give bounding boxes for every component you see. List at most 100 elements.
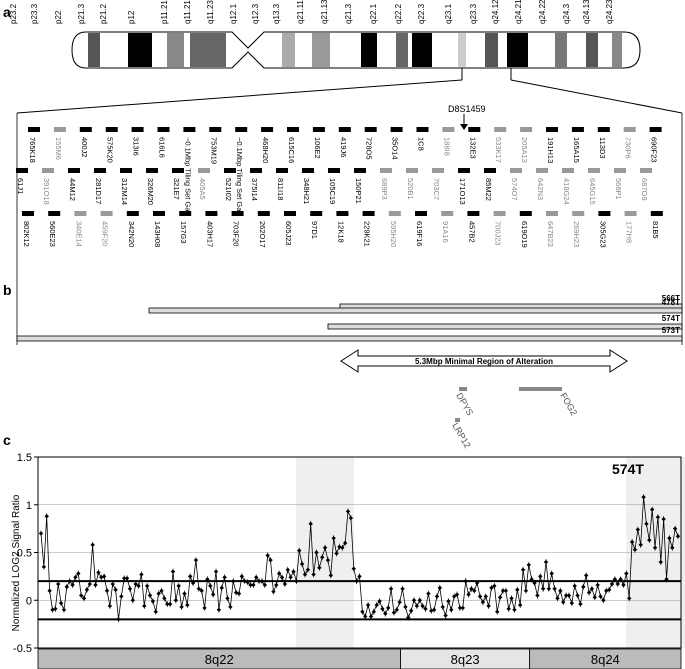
data-point	[254, 575, 259, 580]
data-point	[546, 586, 552, 591]
clone-tile	[312, 127, 325, 132]
region-box	[529, 648, 682, 669]
clone-label: 418G24	[562, 178, 571, 205]
data-point	[130, 598, 136, 603]
chromosome-band	[361, 33, 377, 67]
chromosome-band	[555, 33, 567, 67]
data-point	[225, 596, 230, 601]
clone-label: 348H21	[302, 178, 311, 204]
clone-tile	[157, 127, 170, 132]
data-point	[216, 607, 222, 612]
band-label: q23.1	[444, 3, 453, 24]
clone-tile	[328, 168, 340, 173]
chromosome-band	[282, 33, 295, 67]
data-point	[575, 593, 580, 598]
clone-tile	[310, 211, 323, 216]
data-point	[652, 545, 658, 550]
clone-label: 281D17	[94, 178, 103, 204]
data-point	[348, 515, 354, 521]
band-label: q21.11	[296, 0, 305, 24]
data-point	[612, 577, 618, 582]
gene-label-fog2: FOG2	[558, 391, 579, 417]
y-axis-label: Normalized LOG2 Signal Ratio	[11, 494, 22, 631]
data-point	[308, 521, 313, 527]
chromosome-band	[586, 33, 598, 67]
data-point	[122, 576, 127, 581]
clone-tile	[458, 168, 470, 173]
data-point	[604, 588, 609, 593]
data-point	[47, 588, 52, 593]
data-point	[50, 607, 55, 612]
clone-label: 728O5	[365, 137, 374, 160]
data-point	[408, 608, 414, 613]
data-point	[190, 580, 196, 586]
clone-tile	[415, 211, 427, 216]
data-point	[431, 607, 437, 612]
data-point	[61, 607, 67, 612]
data-point	[328, 573, 334, 578]
clone-label: 91A16	[441, 221, 450, 243]
data-point	[598, 594, 603, 599]
data-point	[497, 595, 503, 600]
clone-tile	[79, 127, 92, 132]
band-label: p21.2	[99, 3, 108, 24]
data-point	[414, 603, 420, 609]
data-point	[41, 564, 47, 570]
clone-label: 229K21	[363, 221, 372, 247]
clone-tile	[649, 127, 662, 132]
clone-tile	[179, 211, 192, 216]
data-point	[351, 566, 356, 571]
data-point	[606, 587, 612, 592]
tumor-label: 478T	[662, 298, 680, 307]
clone-label: 155M6	[54, 137, 63, 160]
minimal-region-label: 5.3Mbp Minimal Region of Alteration	[415, 357, 553, 366]
data-point	[374, 602, 379, 608]
data-point	[394, 607, 400, 612]
data-point	[655, 514, 661, 520]
clone-label: 44M12	[68, 178, 77, 201]
tumor-bar	[148, 307, 683, 314]
data-point	[629, 539, 635, 545]
clone-tile	[364, 127, 377, 132]
clone-tile	[235, 127, 248, 132]
region-label: 8q22	[205, 652, 234, 667]
clone-tile	[336, 211, 349, 216]
data-point	[44, 514, 49, 519]
data-point	[644, 521, 649, 527]
band-label: q22.1	[369, 3, 378, 24]
data-point	[423, 606, 428, 612]
data-point	[99, 575, 104, 580]
clone-tile	[22, 211, 34, 216]
data-point	[90, 542, 95, 548]
clone-label: 313I6	[132, 137, 141, 156]
data-point	[188, 574, 193, 579]
clone-tile	[231, 211, 244, 216]
region-label: 8q23	[451, 652, 480, 667]
clone-label: 132E3	[468, 137, 477, 159]
data-point	[365, 602, 371, 608]
clone-label: 177H8	[625, 221, 634, 243]
tumor-label: 573T	[662, 326, 680, 335]
data-point	[661, 516, 666, 522]
clone-tile	[105, 127, 118, 132]
clone-label: 342N20	[127, 221, 136, 247]
clone-tile	[442, 127, 455, 132]
clone-label: 419J6	[339, 137, 348, 157]
clone-label: 35O14	[391, 137, 400, 160]
clone-label: 165A15	[572, 137, 581, 163]
clone-label: 85M22	[484, 178, 493, 201]
data-point	[179, 604, 184, 610]
data-point	[222, 575, 227, 580]
clone-tile	[198, 168, 210, 173]
clone-label: 605J23	[284, 221, 293, 246]
data-point	[512, 607, 517, 612]
clone-label: 802K12	[22, 221, 31, 247]
data-point	[311, 572, 316, 577]
clone-label: 700J23	[494, 221, 503, 246]
data-point	[116, 617, 121, 622]
data-point	[391, 610, 397, 615]
band-label: p11.21	[160, 0, 169, 24]
chromosome-body	[71, 31, 641, 69]
